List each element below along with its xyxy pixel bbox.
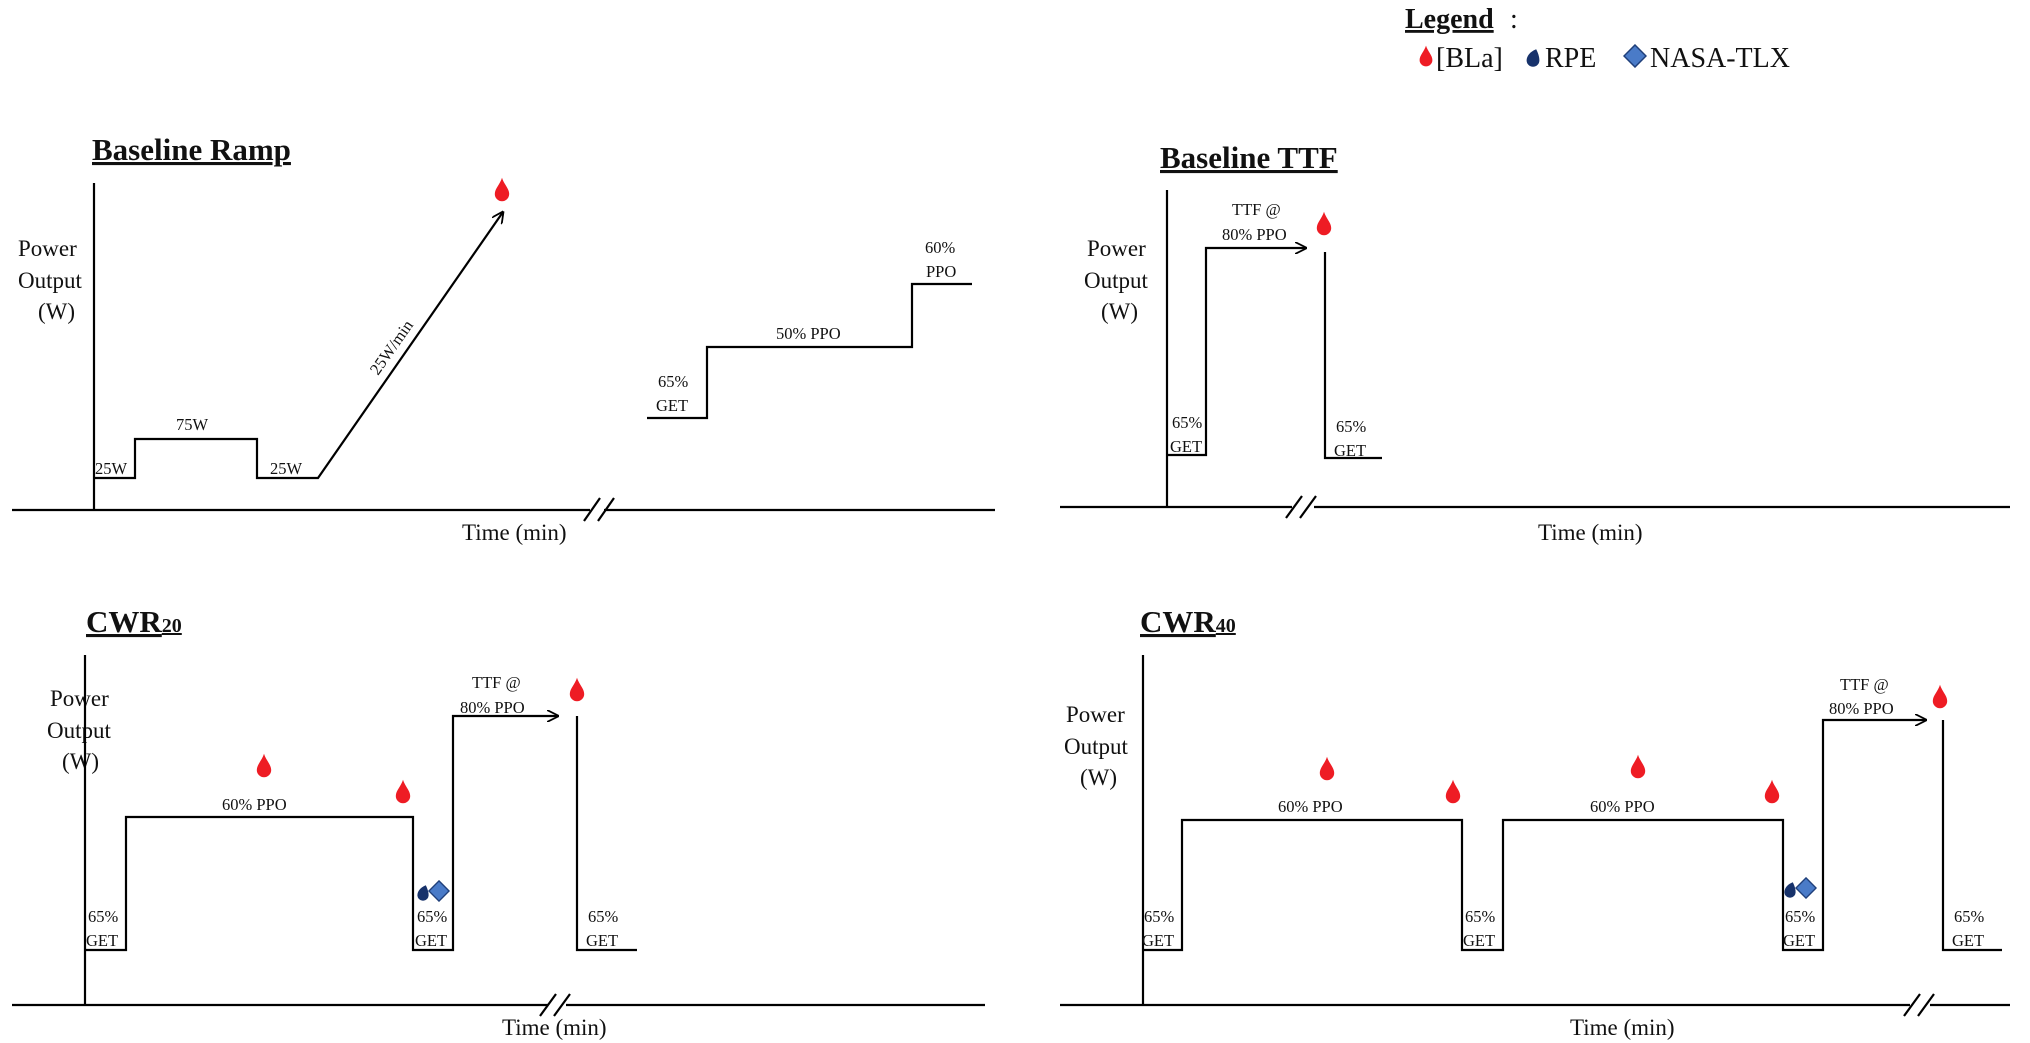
blood-drop-icon — [1630, 754, 1646, 779]
x-axis-label: Time (min) — [1570, 1015, 1675, 1040]
blood-drop-icon — [1316, 211, 1332, 236]
label-25w-start: 25W — [95, 459, 128, 478]
axis-break — [1903, 993, 1935, 1017]
blood-drop-icon — [395, 779, 411, 804]
label-ppo: PPO — [926, 262, 956, 281]
diamond-icon — [1795, 877, 1817, 899]
legend-item-bla: [BLa] — [1436, 43, 1503, 74]
label-get: GET — [415, 931, 447, 950]
label-75w: 75W — [176, 415, 209, 434]
label-50-ppo: 50% PPO — [776, 324, 841, 343]
label-get-pct: 65% — [1336, 417, 1367, 436]
sweat-drop-icon — [417, 885, 429, 901]
y-axis-label-line1: Power — [50, 686, 109, 711]
power-profile — [85, 716, 558, 952]
axis-break — [583, 497, 615, 522]
blood-drop-icon — [1445, 779, 1461, 804]
y-axis-label-line1: Power — [1066, 702, 1125, 727]
label-get: GET — [86, 931, 118, 950]
power-profile — [1143, 720, 1926, 952]
label-get: GET — [1142, 931, 1174, 950]
label-get: GET — [586, 931, 618, 950]
label-25w-end: 25W — [270, 459, 303, 478]
label-get-pct: 65% — [658, 372, 689, 391]
label-ttf-at: TTF @ — [1232, 200, 1281, 219]
label-80-ppo: 80% PPO — [460, 698, 525, 717]
x-axis-label: Time (min) — [462, 520, 567, 545]
y-axis-label-line3: (W) — [38, 299, 75, 324]
power-profile-steps — [647, 282, 972, 420]
y-axis-label-line3: (W) — [62, 749, 99, 774]
y-axis-label-line2: Output — [1064, 734, 1129, 759]
label-get: GET — [1463, 931, 1495, 950]
x-axis-label: Time (min) — [1538, 520, 1643, 545]
label-60-pct: 60% — [925, 238, 956, 257]
label-ttf-at: TTF @ — [1840, 675, 1889, 694]
legend-item-rpe: RPE — [1545, 43, 1596, 74]
y-axis-label-line3: (W) — [1101, 299, 1138, 324]
label-get-pct: 65% — [88, 907, 119, 926]
panel-cwr20: CWR20 Power Output (W) Time (min) 60% PP… — [12, 604, 985, 1040]
power-profile-recovery — [1323, 252, 1382, 460]
sweat-drop-icon — [1784, 882, 1796, 898]
label-get-pct: 65% — [1172, 413, 1203, 432]
legend-title: Legend — [1405, 4, 1494, 35]
blood-drop-icon — [1932, 684, 1948, 709]
axis-break — [539, 993, 571, 1017]
label-ttf-at: TTF @ — [472, 673, 521, 692]
label-60-ppo: 60% PPO — [1278, 797, 1343, 816]
label-60-ppo: 60% PPO — [1590, 797, 1655, 816]
blood-drop-icon — [569, 677, 585, 702]
y-axis-label-line2: Output — [18, 268, 83, 293]
diamond-icon — [428, 880, 450, 902]
label-get-pct: 65% — [588, 907, 619, 926]
label-get-pct: 65% — [1144, 907, 1175, 926]
y-axis-label-line1: Power — [18, 236, 77, 261]
panel-baseline-ramp: Baseline Ramp Power Output (W) Time (min… — [12, 132, 995, 545]
panel-title: CWR20 — [86, 604, 182, 639]
panel-title: Baseline TTF — [1160, 140, 1338, 175]
label-get-pct: 65% — [1954, 907, 1985, 926]
x-axis-label: Time (min) — [502, 1015, 607, 1040]
y-axis-label-line3: (W) — [1080, 765, 1117, 790]
label-get: GET — [1334, 441, 1366, 460]
legend-item-nasa-tlx: NASA-TLX — [1650, 43, 1790, 74]
power-profile-recovery — [575, 716, 637, 952]
blood-drop-icon — [256, 753, 272, 778]
label-80-ppo: 80% PPO — [1222, 225, 1287, 244]
blood-drop-icon — [1764, 779, 1780, 804]
panel-baseline-ttf: Baseline TTF Power Output (W) Time (min)… — [1060, 140, 2010, 545]
y-axis-label-line2: Output — [47, 718, 112, 743]
legend: Legend : [BLa] RPE NASA-TLX — [1405, 4, 1790, 74]
y-axis-label-line2: Output — [1084, 268, 1149, 293]
blood-drop-icon — [1319, 756, 1335, 781]
label-get: GET — [1952, 931, 1984, 950]
y-axis-label-line1: Power — [1087, 236, 1146, 261]
label-get-pct: 65% — [1785, 907, 1816, 926]
legend-title-colon: : — [1510, 4, 1518, 35]
label-get: GET — [1783, 931, 1815, 950]
power-profile-ttf — [1167, 248, 1306, 457]
power-profile-ramp — [94, 212, 503, 480]
blood-drop-icon — [494, 177, 510, 202]
label-get-pct: 65% — [1465, 907, 1496, 926]
label-60-ppo: 60% PPO — [222, 795, 287, 814]
blood-drop-icon — [1419, 45, 1433, 67]
diamond-icon — [1623, 44, 1647, 68]
sweat-drop-icon — [1526, 49, 1540, 67]
panel-cwr40: CWR40 Power Output (W) Time (min) 60% PP… — [1060, 604, 2010, 1040]
label-get: GET — [656, 396, 688, 415]
axis-break — [1285, 495, 1317, 519]
label-80-ppo: 80% PPO — [1829, 699, 1894, 718]
label-get-pct: 65% — [417, 907, 448, 926]
panel-title: CWR40 — [1140, 604, 1236, 639]
label-get: GET — [1170, 437, 1202, 456]
panel-title: Baseline Ramp — [92, 132, 291, 167]
power-profile-recovery — [1941, 720, 2002, 952]
